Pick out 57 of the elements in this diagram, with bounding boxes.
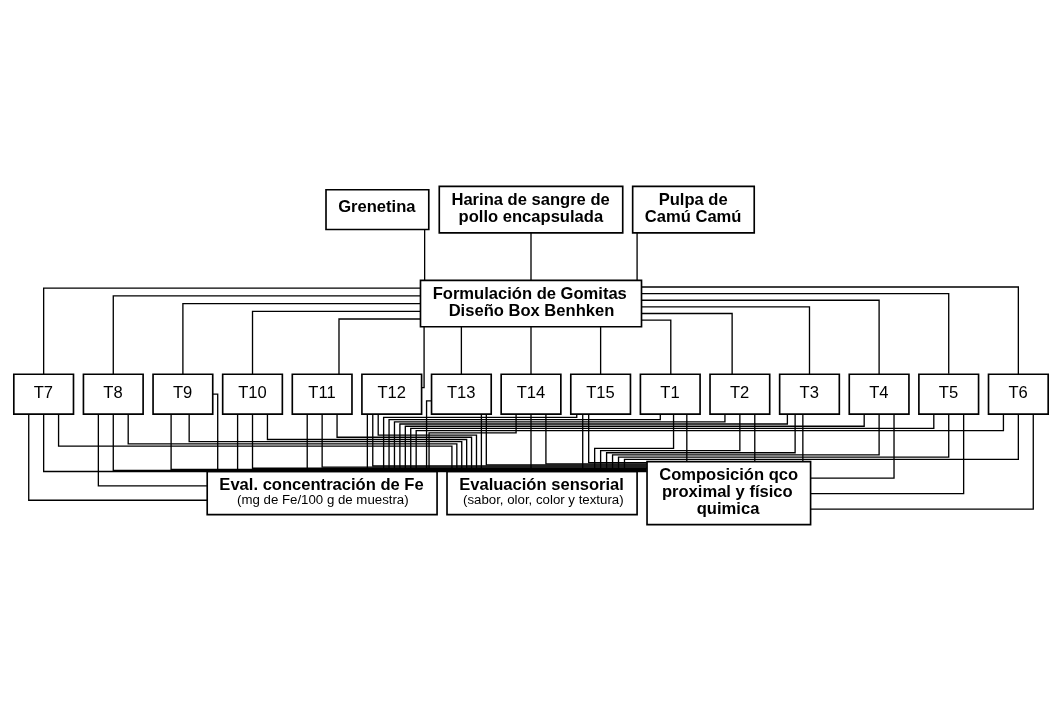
- connector: [421, 326, 425, 389]
- node-box: Composición qco proximal y físico quimica: [646, 460, 812, 526]
- connector: [640, 312, 733, 375]
- connector: [599, 326, 602, 375]
- connector: [112, 295, 421, 375]
- node-box: T7: [13, 373, 75, 415]
- node-box: T1: [639, 373, 701, 415]
- connector: [372, 413, 648, 467]
- node-box: T10: [221, 373, 284, 415]
- connector: [251, 310, 421, 375]
- connector: [641, 292, 950, 375]
- connector: [636, 232, 638, 281]
- connector: [810, 413, 895, 479]
- connector: [530, 326, 532, 375]
- connector: [802, 413, 804, 463]
- node-box: T13: [430, 373, 493, 415]
- node-box: T5: [918, 373, 980, 415]
- connector: [485, 413, 648, 466]
- connector: [640, 299, 880, 375]
- connector: [460, 326, 463, 375]
- node-box: T15: [569, 373, 632, 415]
- node-box: Evaluación sensorial (sabor, olor, color y textura): [446, 470, 638, 516]
- connector: [640, 286, 1019, 375]
- connector: [588, 413, 648, 464]
- node-box: T9: [152, 373, 214, 415]
- connector: [754, 413, 756, 463]
- node-box: Pulpa de Camú Camú: [631, 185, 756, 234]
- connector: [338, 318, 422, 375]
- node-box: T6: [987, 373, 1049, 415]
- connector: [423, 228, 426, 281]
- connector: [251, 413, 648, 469]
- node-box: Formulación de Gomitas Diseño Box Benhken: [419, 279, 643, 328]
- node-box: T11: [291, 373, 353, 415]
- connector: [182, 302, 422, 375]
- connector: [57, 413, 453, 472]
- connector: [641, 319, 672, 375]
- node-box: T4: [848, 373, 910, 415]
- connector: [810, 413, 1034, 510]
- node-box: T3: [778, 373, 841, 415]
- connector: [28, 413, 208, 501]
- node-box: T14: [500, 373, 562, 415]
- connector: [188, 413, 463, 472]
- connector: [686, 413, 688, 463]
- node-box: T2: [709, 373, 771, 415]
- connector: [212, 393, 219, 472]
- connector: [43, 287, 422, 375]
- connector: [545, 413, 648, 465]
- node-box: Grenetina: [325, 188, 430, 231]
- node-box: Harina de sangre de pollo encapsulada: [438, 185, 624, 234]
- node-box: Eval. concentración de Fe (mg de Fe/100 g de muestra): [206, 470, 438, 516]
- connector: [530, 232, 532, 281]
- connector: [809, 413, 965, 495]
- connector: [97, 413, 208, 487]
- connector: [321, 413, 648, 468]
- node-box: T8: [82, 373, 144, 415]
- node-box: T12: [361, 373, 423, 415]
- connector: [641, 306, 811, 375]
